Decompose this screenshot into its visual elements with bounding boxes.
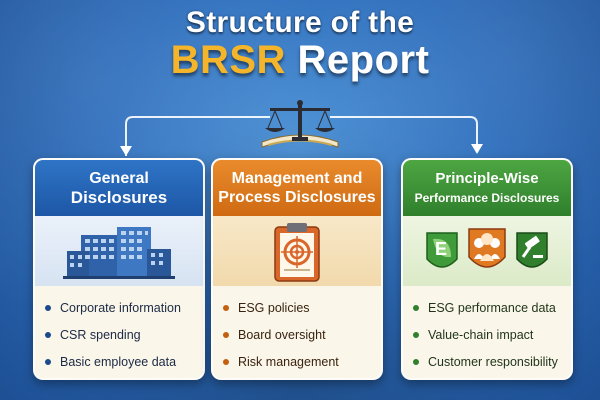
card-header: Principle-Wise Performance Disclosures <box>403 160 571 216</box>
card-header-line-2: Performance Disclosures <box>414 190 560 205</box>
bullet-icon <box>45 358 51 365</box>
title-report: Report <box>297 38 430 82</box>
card-header: General Disclosures <box>35 160 203 216</box>
list-item-label: Corporate information <box>60 300 181 315</box>
list-item: ESG performance data <box>413 294 571 321</box>
title-brsr: BRSR <box>170 38 286 82</box>
environment-leaf-icon: E <box>426 232 458 268</box>
title-line-2: BRSR Report <box>0 38 600 83</box>
list-item: ESG policies <box>223 294 381 321</box>
list-item: Basic employee data <box>45 348 203 375</box>
bullet-icon <box>223 304 229 311</box>
list-item-label: Customer responsibility <box>428 354 558 369</box>
list-item-label: Risk management <box>238 354 339 369</box>
social-people-icon <box>468 228 506 268</box>
card-header-line-2: Disclosures <box>70 187 168 207</box>
item-list: ESG performance data Value-chain impact … <box>403 286 571 375</box>
item-list: Corporate information CSR spending Basic… <box>35 286 203 375</box>
bullet-icon <box>223 331 229 338</box>
list-item: Board oversight <box>223 321 381 348</box>
bullet-icon <box>413 358 419 365</box>
list-item-label: Basic employee data <box>60 354 177 369</box>
list-item-label: CSR spending <box>60 327 141 342</box>
bullet-icon <box>45 331 51 338</box>
list-item: CSR spending <box>45 321 203 348</box>
list-item-label: ESG performance data <box>428 300 556 315</box>
governance-gavel-icon <box>516 232 548 268</box>
list-item: Risk management <box>223 348 381 375</box>
card-header-line-1: Principle-Wise <box>435 169 539 187</box>
office-buildings-icon <box>35 216 203 286</box>
principle-wise-performance-disclosures-card: Principle-Wise Performance Disclosures E <box>401 158 573 380</box>
card-header: Management and Process Disclosures <box>213 160 381 216</box>
bullet-icon <box>413 304 419 311</box>
list-item-label: ESG policies <box>238 300 310 315</box>
item-list: ESG policies Board oversight Risk manage… <box>213 286 381 375</box>
list-item-label: Board oversight <box>238 327 326 342</box>
svg-text:E: E <box>435 239 447 259</box>
clipboard-target-icon <box>213 216 381 286</box>
card-header-line-1: Management and <box>231 170 363 187</box>
page-title: Structure of the BRSR Report <box>0 6 600 83</box>
card-header-line-2: Process Disclosures <box>218 189 376 206</box>
list-item: Corporate information <box>45 294 203 321</box>
card-header-line-1: General <box>89 169 149 187</box>
esg-shields-icon: E <box>403 216 571 286</box>
right-arrow-head <box>471 144 483 154</box>
left-arrow-head <box>120 146 132 156</box>
list-item-label: Value-chain impact <box>428 327 534 342</box>
bullet-icon <box>223 358 229 365</box>
list-item: Value-chain impact <box>413 321 571 348</box>
list-item: Customer responsibility <box>413 348 571 375</box>
bullet-icon <box>413 331 419 338</box>
bullet-icon <box>45 304 51 311</box>
management-process-disclosures-card: Management and Process Disclosures ESG p… <box>211 158 383 380</box>
scales-of-justice-icon <box>261 100 339 148</box>
general-disclosures-card: General Disclosures Co <box>33 158 205 380</box>
title-line-1: Structure of the <box>185 6 415 39</box>
